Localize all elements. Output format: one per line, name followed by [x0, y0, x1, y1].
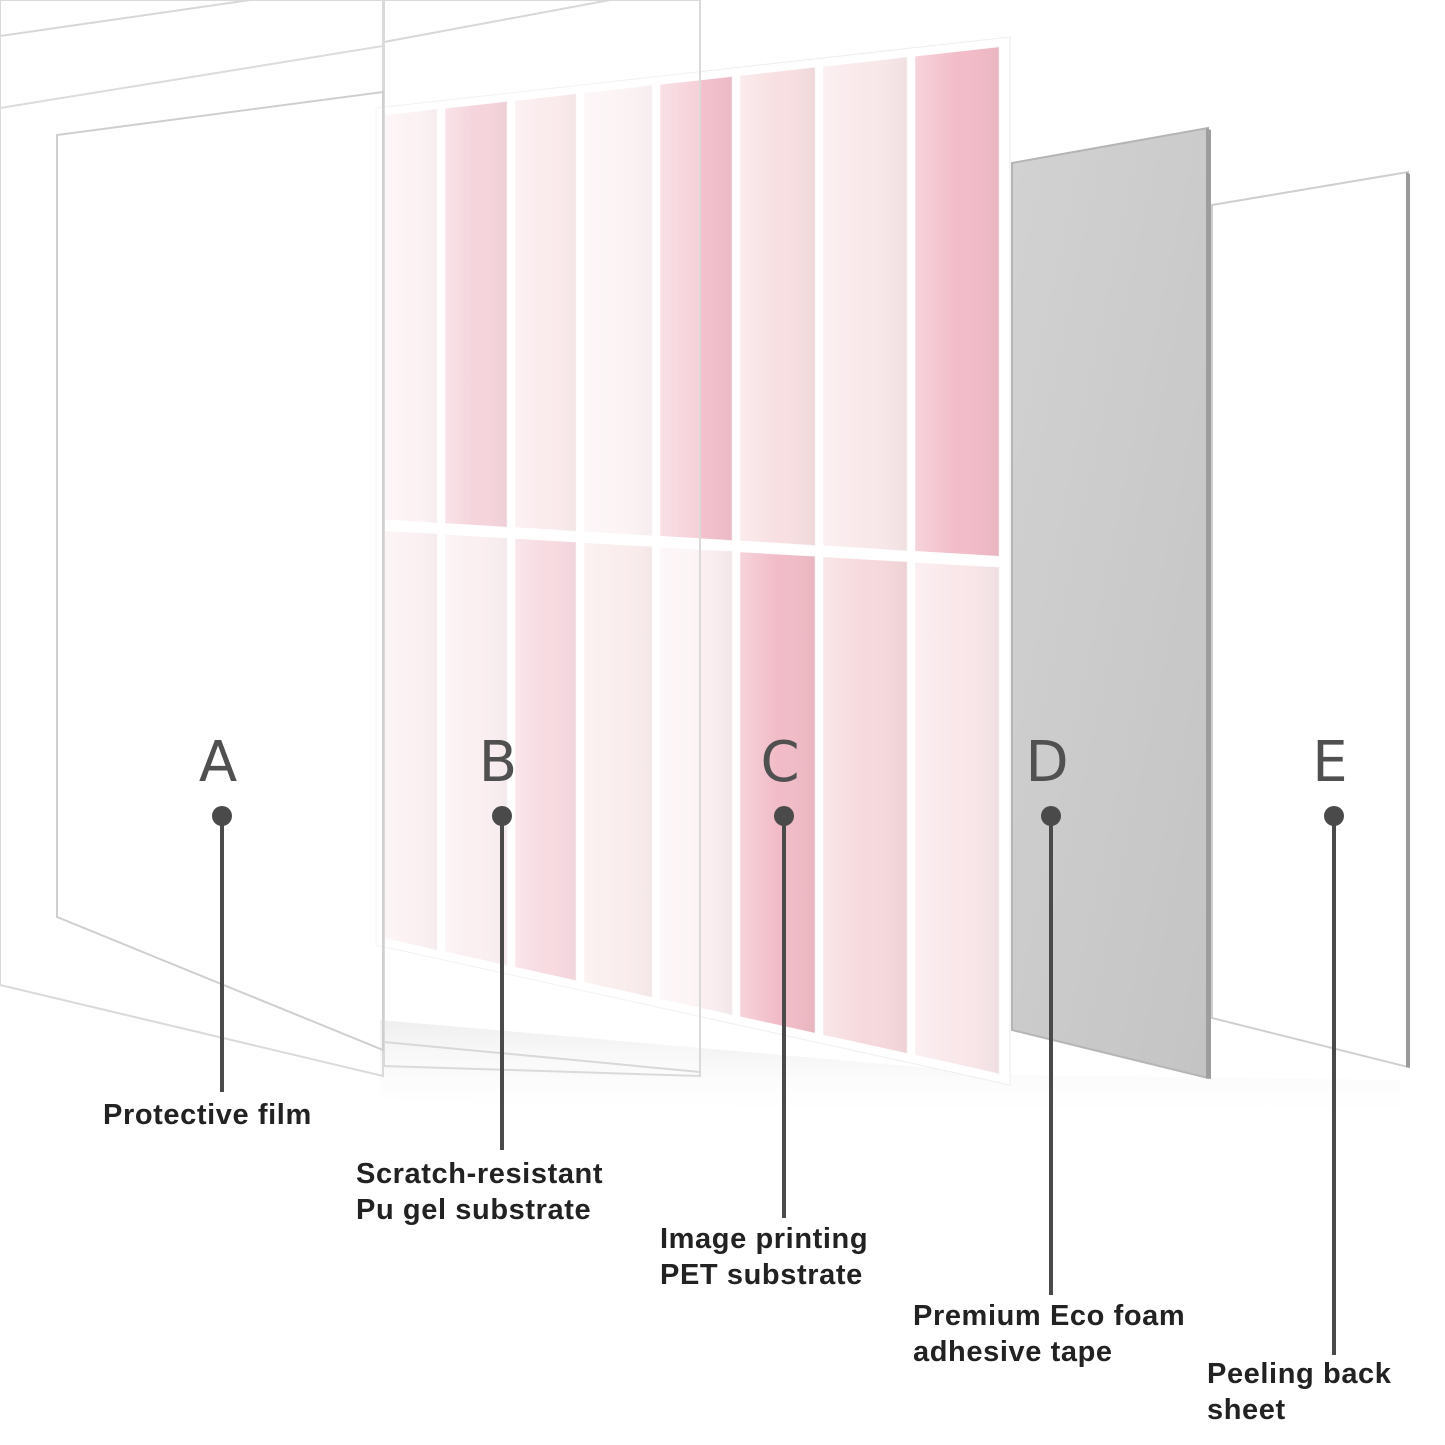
callout-a: A Protective film [103, 730, 312, 1131]
pin-dot-a [212, 806, 232, 826]
callout-b: B Scratch-resistant Pu gel substrate [356, 730, 603, 1226]
tile-bottom-2-gloss [444, 533, 508, 967]
layer-callouts: A Protective film B Scratch-resistant Pu gel… [103, 730, 1392, 1426]
tile-top-8-gloss [914, 46, 1000, 557]
backing-sheet-layer [1211, 170, 1410, 1069]
layer-letter-a: A [199, 730, 237, 795]
layer-description-e-line-2: sheet [1207, 1394, 1286, 1426]
foam-tape-sheet [1011, 126, 1209, 1080]
foam-tape-edge [1206, 128, 1211, 1079]
pin-dot-e [1324, 806, 1344, 826]
pin-dot-c [774, 806, 794, 826]
tile-top-6-gloss [739, 66, 816, 546]
tile-top-1-gloss [383, 108, 438, 524]
layer-description-c-line-2: PET substrate [660, 1259, 863, 1291]
layer-description-d-line-2: adhesive tape [913, 1336, 1113, 1368]
callout-d: D Premium Eco foam adhesive tape [913, 730, 1185, 1368]
tile-top-3-gloss [514, 93, 577, 532]
layer-letter-e: E [1312, 730, 1347, 795]
tile-bottom-4-gloss [583, 542, 653, 998]
tile-bottom-8-gloss [914, 561, 1000, 1075]
tile-bottom-1-gloss [383, 530, 438, 951]
layer-description-d-line-1: Premium Eco foam [913, 1300, 1185, 1332]
pu-gel-film-layer [383, 0, 701, 1078]
tile-top-5-gloss [659, 75, 733, 541]
layer-description-b-line-2: Pu gel substrate [356, 1194, 591, 1226]
protective-film-upper-edge [0, 45, 384, 109]
tile-bottom-3-gloss [514, 537, 577, 982]
callout-e: E Peeling back sheet [1207, 730, 1392, 1426]
layer-description-c-line-1: Image printing [660, 1223, 868, 1255]
pu-gel-film [383, 0, 701, 1078]
tile-bottom-6-gloss [739, 551, 816, 1034]
foam-tape-layer [1011, 126, 1211, 1080]
layer-letter-d: D [1025, 730, 1068, 795]
pin-dot-b [492, 806, 512, 826]
protective-film-top-edge [0, 0, 251, 37]
layer-description-b-line-1: Scratch-resistant [356, 1158, 603, 1190]
backing-sheet [1211, 170, 1409, 1069]
tile-grid [382, 45, 1001, 1076]
protective-film-layer [0, 0, 384, 1078]
pin-dot-d [1041, 806, 1061, 826]
backing-sheet-edge [1406, 172, 1410, 1068]
pu-gel-film-bottom-edge [383, 1041, 701, 1073]
tile-top-2-gloss [444, 100, 508, 528]
tile-bottom-7-gloss [822, 556, 908, 1054]
layer-letter-c: C [760, 730, 799, 795]
pu-gel-film-top-edge [383, 0, 611, 43]
printed-tile-layer [375, 36, 1011, 1086]
protective-film-inner-frame [56, 90, 384, 1052]
layer-description-e-line-1: Peeling back [1207, 1358, 1392, 1390]
protective-film [0, 0, 384, 1078]
layer-description-a-line-1: Protective film [103, 1099, 312, 1131]
tile-top-7-gloss [822, 56, 908, 552]
tile-bottom-5-gloss [659, 546, 733, 1016]
layer-letter-b: B [479, 730, 517, 795]
tile-top-4-gloss [583, 84, 653, 537]
floor-shadow [380, 1020, 1400, 1120]
